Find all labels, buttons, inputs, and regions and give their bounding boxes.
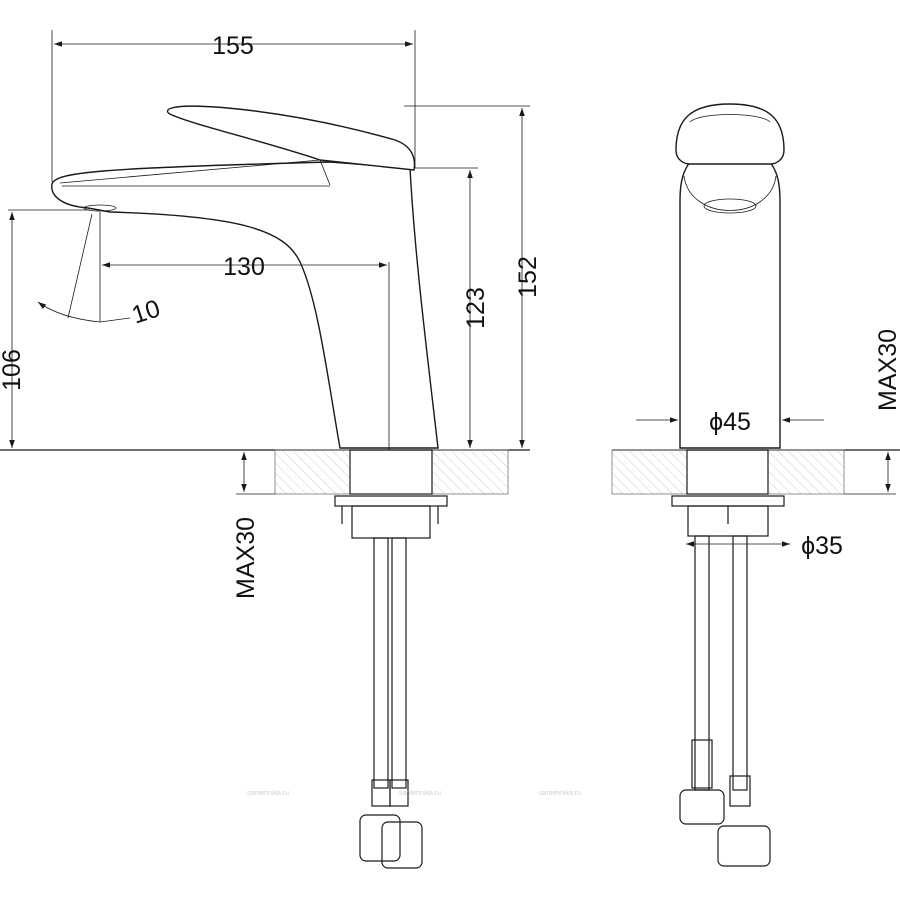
dim-130-label: 130 [223,253,265,281]
dim-max30-label: MAX30 [232,517,260,599]
hose-front-right [732,535,748,791]
deck-section-front-left [611,449,688,495]
lever-handle [166,105,416,171]
hose-left [373,537,389,789]
lever-head-front [675,103,785,165]
fitting-right-nut [381,821,423,869]
fitting-right-collar [389,779,409,807]
hose-right [391,537,407,789]
dim-123-label: 123 [462,287,490,329]
watermark-3: santehnika.ru [539,790,581,797]
front-view: ϕ45 ϕ35 MAX30 [611,103,900,867]
dim-10-leader [67,213,93,319]
mount-flange [334,495,448,507]
dim-phi45-label: ϕ45 [709,408,751,436]
aerator [83,204,117,212]
dim-106-label: 106 [0,349,26,391]
fitting-front-right-nut [717,825,771,867]
dim-10-arc [37,301,131,323]
dim-152-label: 152 [514,256,542,298]
dim-155-label: 155 [212,32,254,60]
fitting-front-left-nut [679,789,725,825]
deck-section-front-right [767,449,845,495]
dim-max30-front-label: MAX30 [874,329,900,411]
spout-mouth-front [683,175,777,211]
fitting-front-left-collar [691,739,713,789]
watermark-2: santehnika.ru [399,790,441,797]
fitting-left-collar [371,779,391,807]
fitting-left-nut [359,814,401,862]
mount-bore-front [686,449,769,495]
hose-front-left [694,535,710,791]
aerator-front [703,198,757,214]
faucet-body-front [679,161,781,449]
side-view: 155 130 10 106 123 152 MAX30 [0,30,542,869]
deck-section-left [274,449,351,495]
dim-phi35-label: ϕ35 [801,532,843,560]
mount-nut [351,505,431,539]
dim-10-label: 10 [128,294,163,329]
fitting-front-right-collar [729,775,751,807]
deck-section-right [431,449,509,495]
mount-bore [349,449,433,495]
faucet-body-side [51,161,439,449]
mount-flange-front [671,495,785,507]
lever-head-ridge [689,114,771,123]
watermark-1: santehnika.ru [247,790,289,797]
